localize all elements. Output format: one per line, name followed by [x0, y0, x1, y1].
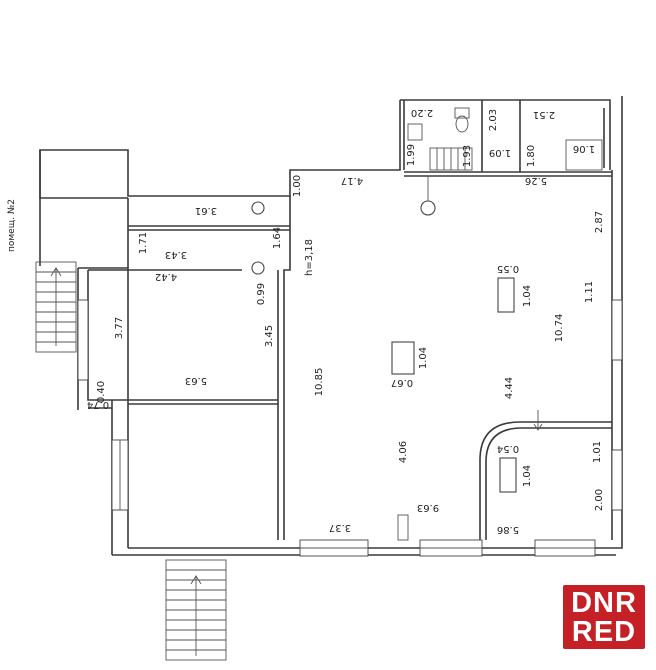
dim-corner-b: 0.74 — [87, 399, 109, 410]
windows — [77, 299, 623, 557]
logo-line-2: RED — [571, 616, 637, 648]
columns — [251, 176, 517, 493]
dim-lobby-side: 1.71 — [138, 232, 149, 254]
ceiling-height: h=3,18 — [304, 239, 315, 276]
dimension-labels: помещ. №2 h=3,18 2.20 1.99 1.93 2.03 2.5… — [7, 107, 605, 535]
dim-small-1: 1.09 — [489, 147, 511, 158]
side-label: помещ. №2 — [7, 199, 17, 252]
dim-bottom-left: 3.37 — [329, 522, 351, 533]
dim-wc-depth: 1.99 — [406, 144, 417, 166]
dim-small-2: 1.80 — [526, 145, 537, 167]
dim-bottom-right: 5.86 — [497, 524, 519, 535]
dim-right-mid: 1.11 — [584, 281, 595, 303]
dim-lobby-width: 3.43 — [165, 249, 187, 260]
dim-room-small-a: 2.03 — [488, 109, 499, 131]
dim-stair-small: 1.93 — [462, 145, 473, 167]
dim-col-b-w: 0.67 — [391, 377, 413, 388]
dim-col-b-h: 1.04 — [418, 347, 429, 369]
wc-fixtures — [407, 107, 603, 171]
dim-left-strip: 3.61 — [195, 205, 217, 216]
dim-lower-depth: 4.06 — [398, 441, 409, 463]
dim-main-depth: 10.85 — [314, 368, 325, 397]
dim-col-a-h: 1.04 — [522, 285, 533, 307]
dim-room-side: 3.45 — [264, 325, 275, 347]
dim-room-width-top: 4.42 — [155, 271, 177, 282]
dim-right-upper: 2.87 — [594, 211, 605, 233]
dim-small-3: 1.06 — [573, 143, 595, 154]
dim-room-width-bottom: 5.63 — [185, 375, 207, 386]
dim-col-c-w: 0.54 — [497, 443, 519, 454]
dim-top-wall: 4.17 — [341, 175, 363, 186]
dim-room-small-b: 2.51 — [533, 109, 555, 120]
dim-room-corner: 0.99 — [256, 283, 267, 305]
stairs — [35, 147, 473, 661]
dim-room-height: 3.77 — [114, 317, 125, 339]
logo-line-1: DNR — [571, 587, 637, 619]
dim-column-gap: 1.64 — [272, 227, 283, 249]
dim-right-total: 10.74 — [554, 314, 565, 343]
dnr-red-logo: DNR RED — [563, 585, 645, 649]
dim-top-right: 5.26 — [525, 175, 547, 186]
ticks — [397, 410, 543, 541]
dim-center-depth: 4.44 — [504, 377, 515, 399]
dim-col-c-h: 1.04 — [522, 465, 533, 487]
interior-walls — [87, 100, 612, 540]
dim-right-small: 1.01 — [592, 441, 603, 463]
dim-wc-width: 2.20 — [411, 107, 433, 118]
dim-bottom-gap: 9.63 — [417, 502, 439, 513]
dim-right-bottom: 2.00 — [594, 489, 605, 511]
dim-corner-a: 0.40 — [96, 381, 107, 403]
dim-col-a-w: 0.55 — [497, 263, 519, 274]
dim-top-gap: 1.00 — [292, 175, 303, 197]
